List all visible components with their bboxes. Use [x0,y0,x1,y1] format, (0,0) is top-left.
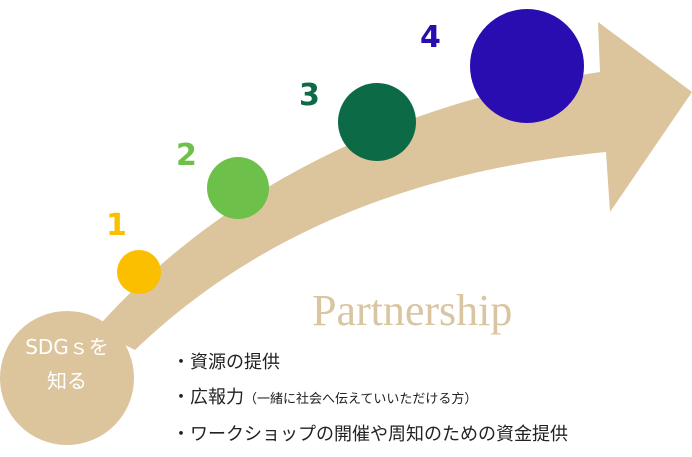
start-circle [0,311,134,445]
partnership-list: ・資源の提供 ・広報力（一緒に社会へ伝えていいただける方） ・ワークショップの開… [172,345,568,452]
partnership-title: Partnership [312,286,513,335]
start-line-1: SDGｓを [25,335,109,359]
step-1-circle [117,250,161,294]
start-line-2: 知る [47,369,87,393]
item-text: ・ワークショップの開催や周知のための資金提供 [172,424,568,445]
list-item: ・資源の提供 [172,345,568,380]
item-note: （一緒に社会へ伝えていいただける方） [244,392,478,407]
step-4-label: 4 [420,20,441,55]
step-1-label: 1 [106,208,127,243]
step-2-circle [207,157,269,219]
step-3-circle [338,83,416,161]
step-3-label: 3 [299,78,320,113]
step-2-label: 2 [176,138,197,173]
item-text: ・広報力 [172,387,244,408]
start-label: SDGｓを 知る [0,330,134,398]
list-item: ・ワークショップの開催や周知のための資金提供 [172,417,568,452]
list-item: ・広報力（一緒に社会へ伝えていいただける方） [172,380,568,417]
step-4-circle [470,9,584,123]
item-text: ・資源の提供 [172,352,280,373]
